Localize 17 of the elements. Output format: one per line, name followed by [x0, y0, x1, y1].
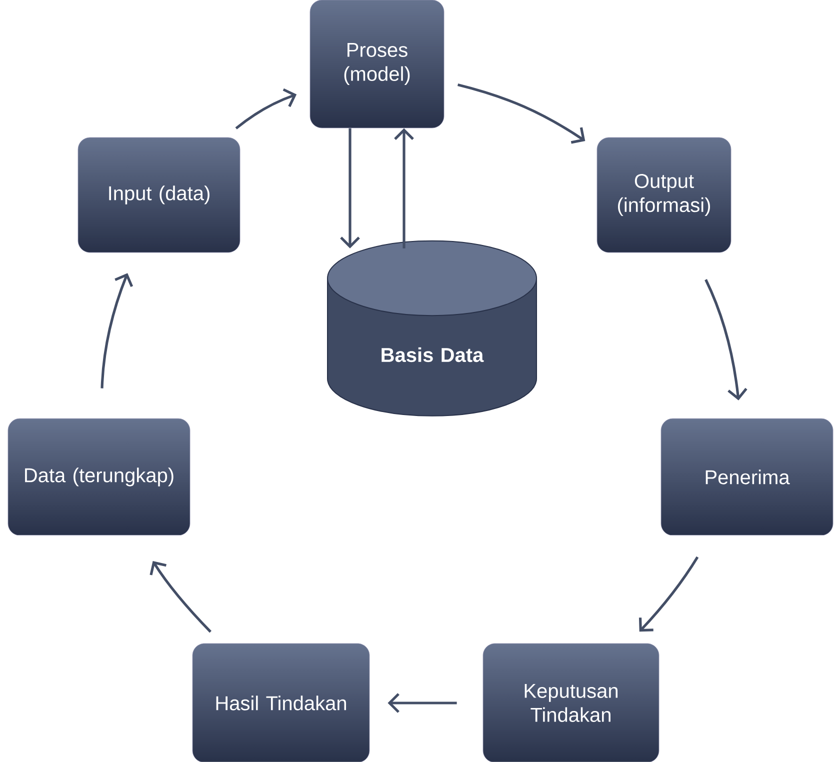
arrow [340, 128, 360, 248]
arrow [235, 88, 297, 130]
arrow [150, 561, 212, 633]
process-box: Keputusan Tindakan [482, 643, 660, 762]
process-box: Input (data) [78, 137, 240, 253]
process-box: Hasil Tindakan [192, 643, 370, 762]
process-box: Proses (model) [310, 0, 444, 128]
process-box: Data (terungkap) [8, 418, 190, 536]
process-box: Output (informasi) [596, 137, 732, 253]
arrow [388, 693, 457, 713]
arrow [100, 273, 134, 388]
database-cylinder: Basis Data [327, 240, 537, 416]
arrow [638, 556, 699, 632]
arrow [457, 83, 586, 144]
arrow [704, 279, 748, 400]
arrow [394, 128, 414, 248]
process-box: Penerima [660, 418, 834, 536]
